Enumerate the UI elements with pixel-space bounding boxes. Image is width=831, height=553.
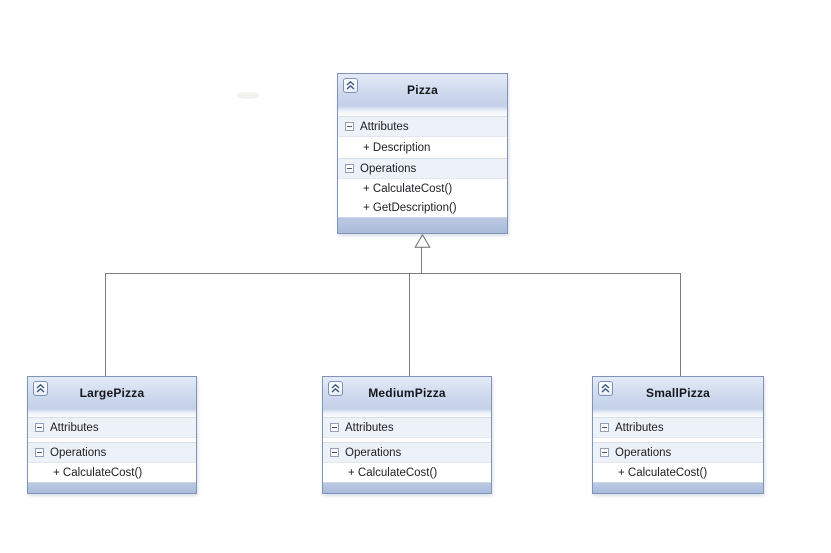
class-header-spacer: [323, 409, 491, 417]
empty-members-area: [28, 438, 196, 442]
inheritance-line-to-pizza[interactable]: [421, 247, 422, 274]
member-row[interactable]: + CalculateCost(): [593, 463, 763, 482]
chevron-double-up-icon: [36, 383, 45, 393]
collapse-button[interactable]: [598, 381, 613, 396]
minus-box-icon[interactable]: [35, 423, 44, 432]
section-label: Attributes: [345, 421, 394, 434]
member-row[interactable]: + GetDescription(): [338, 198, 507, 217]
class-header[interactable]: Pizza: [338, 74, 507, 106]
section-row-operations[interactable]: Operations: [323, 442, 491, 463]
section-row-operations[interactable]: Operations: [338, 158, 507, 179]
class-box-largepizza[interactable]: LargePizza Attributes Operations + Calcu…: [27, 376, 197, 494]
section-row-attributes[interactable]: Attributes: [593, 417, 763, 438]
class-box-smallpizza[interactable]: SmallPizza Attributes Operations + Calcu…: [592, 376, 764, 494]
member-label: + Description: [363, 141, 431, 154]
minus-box-icon[interactable]: [345, 122, 354, 131]
inheritance-line-mediumpizza[interactable]: [409, 274, 410, 376]
collapse-button[interactable]: [328, 381, 343, 396]
class-header[interactable]: SmallPizza: [593, 377, 763, 409]
class-header[interactable]: MediumPizza: [323, 377, 491, 409]
class-header-spacer: [593, 409, 763, 417]
minus-box-icon[interactable]: [600, 423, 609, 432]
section-label: Attributes: [50, 421, 99, 434]
minus-box-icon[interactable]: [330, 448, 339, 457]
member-row[interactable]: + CalculateCost(): [323, 463, 491, 482]
class-box-mediumpizza[interactable]: MediumPizza Attributes Operations + Calc…: [322, 376, 492, 494]
section-row-operations[interactable]: Operations: [593, 442, 763, 463]
member-label: + CalculateCost(): [363, 182, 453, 195]
chevron-double-up-icon: [601, 383, 610, 393]
inheritance-bus-line[interactable]: [105, 273, 681, 274]
class-footer: [28, 482, 196, 493]
chevron-double-up-icon: [346, 80, 355, 90]
section-label: Attributes: [360, 120, 409, 133]
member-label: + GetDescription(): [363, 201, 457, 214]
member-row[interactable]: + CalculateCost(): [28, 463, 196, 482]
class-header-spacer: [338, 106, 507, 116]
class-title: LargePizza: [79, 386, 145, 400]
collapse-button[interactable]: [343, 78, 358, 93]
section-row-attributes[interactable]: Attributes: [323, 417, 491, 438]
collapse-button[interactable]: [33, 381, 48, 396]
chevron-double-up-icon: [331, 383, 340, 393]
empty-members-area: [323, 438, 491, 442]
minus-box-icon[interactable]: [345, 164, 354, 173]
member-label: + CalculateCost(): [53, 466, 143, 479]
member-label: + CalculateCost(): [618, 466, 708, 479]
section-row-attributes[interactable]: Attributes: [28, 417, 196, 438]
section-label: Operations: [50, 446, 107, 459]
class-title: Pizza: [406, 83, 438, 97]
empty-members-area: [593, 438, 763, 442]
class-title: SmallPizza: [645, 386, 711, 400]
scan-artifact: [236, 92, 260, 99]
inheritance-line-smallpizza[interactable]: [680, 274, 681, 376]
minus-box-icon[interactable]: [35, 448, 44, 457]
section-row-attributes[interactable]: Attributes: [338, 116, 507, 137]
class-footer: [323, 482, 491, 493]
section-label: Attributes: [615, 421, 664, 434]
inheritance-triangle-icon[interactable]: [414, 234, 431, 248]
member-row[interactable]: + Description: [338, 137, 507, 158]
class-footer: [338, 217, 507, 233]
member-row[interactable]: + CalculateCost(): [338, 179, 507, 198]
class-footer: [593, 482, 763, 493]
class-header-spacer: [28, 409, 196, 417]
section-row-operations[interactable]: Operations: [28, 442, 196, 463]
section-label: Operations: [615, 446, 672, 459]
minus-box-icon[interactable]: [600, 448, 609, 457]
section-label: Operations: [360, 162, 417, 175]
minus-box-icon[interactable]: [330, 423, 339, 432]
class-header[interactable]: LargePizza: [28, 377, 196, 409]
inheritance-line-largepizza[interactable]: [105, 274, 106, 376]
member-label: + CalculateCost(): [348, 466, 438, 479]
class-box-pizza[interactable]: Pizza Attributes + Description Operation…: [337, 73, 508, 234]
section-label: Operations: [345, 446, 402, 459]
class-title: MediumPizza: [368, 386, 446, 400]
